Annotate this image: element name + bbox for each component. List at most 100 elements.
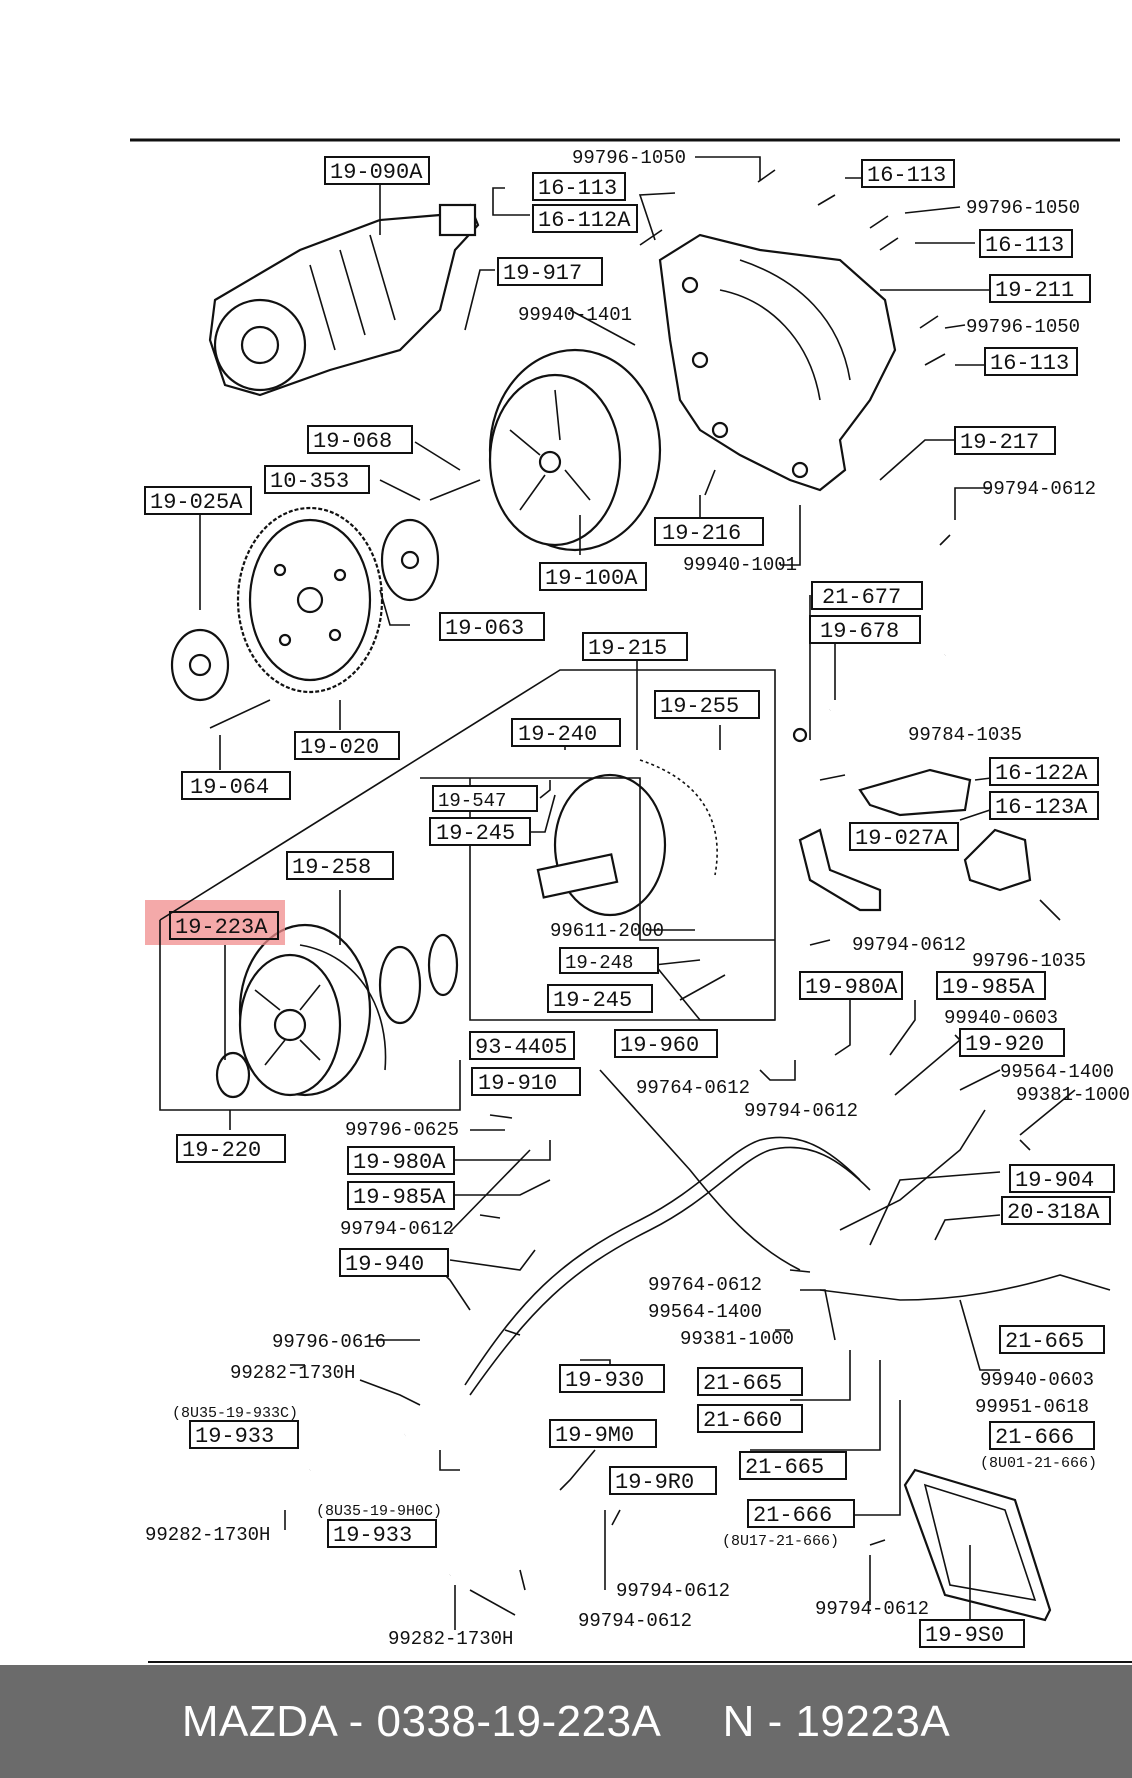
label-19-9S0[interactable]: 19-9S0 [919,1619,1025,1648]
label-19-9R0[interactable]: 19-9R0 [609,1466,717,1495]
label-16-113d[interactable]: 16-113 [984,347,1078,376]
label-19-258[interactable]: 19-258 [286,851,394,880]
label-text: 21-665 [1005,1329,1084,1354]
label-20-318A[interactable]: 20-318A [1001,1196,1111,1225]
label-19-020[interactable]: 19-020 [294,731,400,760]
label-19-917[interactable]: 19-917 [497,257,603,286]
label-19-980Ab[interactable]: 19-980A [347,1146,455,1175]
label-93-4405[interactable]: 93-4405 [469,1031,575,1060]
notes: (8U35-19-933C) (8U01-21-666) (8U35-19-9H… [172,1405,1097,1550]
label-text: 19-245 [553,988,632,1013]
label-16-122A[interactable]: 16-122A [989,757,1099,786]
label-19-220[interactable]: 19-220 [176,1134,286,1163]
part-number: 99282-1730H [145,1524,270,1546]
label-text: 16-113 [867,163,946,188]
label-19-985Ab[interactable]: 19-985A [347,1181,455,1210]
label-19-100A[interactable]: 19-100A [539,562,647,591]
label-21-665c[interactable]: 21-665 [739,1451,847,1480]
label-text: 19-217 [960,430,1039,455]
label-19-960[interactable]: 19-960 [614,1029,718,1058]
label-19-216[interactable]: 19-216 [654,517,764,546]
label-19-063[interactable]: 19-063 [439,612,545,641]
part-number: 99796-1050 [966,197,1080,219]
label-19-025A[interactable]: 19-025A [144,486,252,515]
label-text: 19-678 [820,619,899,644]
pump-cover [536,759,718,917]
transmission-assembly [208,203,480,397]
label-text: 19-980A [805,975,898,1000]
part-number: 99796-0616 [272,1331,386,1353]
part-number: 99794-0612 [852,934,966,956]
label-19-933b[interactable]: 19-933 [327,1519,437,1548]
label-text: 16-113 [538,176,617,201]
label-21-666a[interactable]: 21-666 [989,1421,1095,1450]
label-16-123A[interactable]: 16-123A [989,791,1099,820]
label-19-090A[interactable]: 19-090A [324,156,430,185]
label-19-215[interactable]: 19-215 [582,632,688,661]
label-text: 21-665 [703,1371,782,1396]
note: (8U35-19-933C) [172,1405,298,1422]
label-text: 19-930 [565,1368,644,1393]
label-19-980Aa[interactable]: 19-980A [799,971,903,1000]
label-19-248[interactable]: 19-248 [559,947,659,974]
label-19-223A[interactable]: 19-223A [169,911,279,940]
label-text: 19-100A [545,566,638,591]
label-21-665b[interactable]: 21-665 [697,1367,803,1396]
label-19-930[interactable]: 19-930 [559,1364,665,1393]
label-text: 19-258 [292,855,371,880]
label-text: 19-223A [175,915,268,940]
label-19-933a[interactable]: 19-933 [189,1420,299,1449]
part-number: 99794-0612 [744,1100,858,1122]
label-text: 19-245 [436,821,515,846]
label-19-064[interactable]: 19-064 [181,771,291,800]
label-19-211[interactable]: 19-211 [989,274,1091,303]
label-text: 19-090A [330,160,423,185]
part-number: 99564-1400 [1000,1061,1114,1083]
label-19-240[interactable]: 19-240 [511,718,621,747]
part-number: 99796-1050 [966,316,1080,338]
label-19-678[interactable]: 19-678 [809,615,921,644]
label-19-985Aa[interactable]: 19-985A [936,971,1046,1000]
label-21-665a[interactable]: 21-665 [999,1325,1105,1354]
part-number: 99940-0603 [944,1007,1058,1029]
label-19-245a[interactable]: 19-245 [429,817,531,846]
oil-pump-assembly [215,923,459,1099]
part-number: 99951-0618 [975,1396,1089,1418]
part-number: 99282-1730H [230,1362,355,1384]
label-16-113a[interactable]: 16-113 [532,172,626,201]
label-text: 19-020 [300,735,379,760]
label-19-217[interactable]: 19-217 [954,426,1056,455]
label-19-027A[interactable]: 19-027A [849,822,959,851]
label-21-677[interactable]: 21-677 [811,581,923,610]
part-number: 99794-0612 [982,478,1096,500]
part-number: 99764-0612 [636,1077,750,1099]
bolts [209,169,1061,1591]
label-19-910[interactable]: 19-910 [471,1067,581,1096]
label-text: 19-025A [150,490,243,515]
label-16-113c[interactable]: 16-113 [979,229,1073,258]
label-text: 93-4405 [475,1035,567,1060]
label-19-9M0[interactable]: 19-9M0 [549,1419,657,1448]
label-10-353[interactable]: 10-353 [264,465,370,494]
label-21-666b[interactable]: 21-666 [747,1499,855,1528]
label-16-113b[interactable]: 16-113 [861,159,955,188]
part-number: 99940-1401 [518,304,632,326]
highlight-19-223A [145,900,285,945]
adapter-plate [170,628,230,702]
label-text: 19-547 [438,790,506,812]
label-text: 19-9S0 [925,1623,1004,1648]
label-text: 16-123A [995,795,1088,820]
label-text: 16-113 [985,233,1064,258]
label-19-547[interactable]: 19-547 [432,785,538,812]
label-19-255[interactable]: 19-255 [654,690,760,719]
label-text: 10-353 [270,469,349,494]
label-19-245b[interactable]: 19-245 [547,984,653,1013]
label-19-920[interactable]: 19-920 [959,1028,1065,1057]
label-21-660[interactable]: 21-660 [697,1404,803,1433]
label-19-940[interactable]: 19-940 [339,1248,449,1277]
footer-bar: MAZDA - 0338-19-223A N - 19223A [0,1665,1132,1778]
label-19-068[interactable]: 19-068 [307,425,413,454]
label-19-904[interactable]: 19-904 [1009,1164,1115,1193]
note: (8U35-19-9H0C) [316,1503,442,1520]
label-16-112A[interactable]: 16-112A [532,204,638,233]
